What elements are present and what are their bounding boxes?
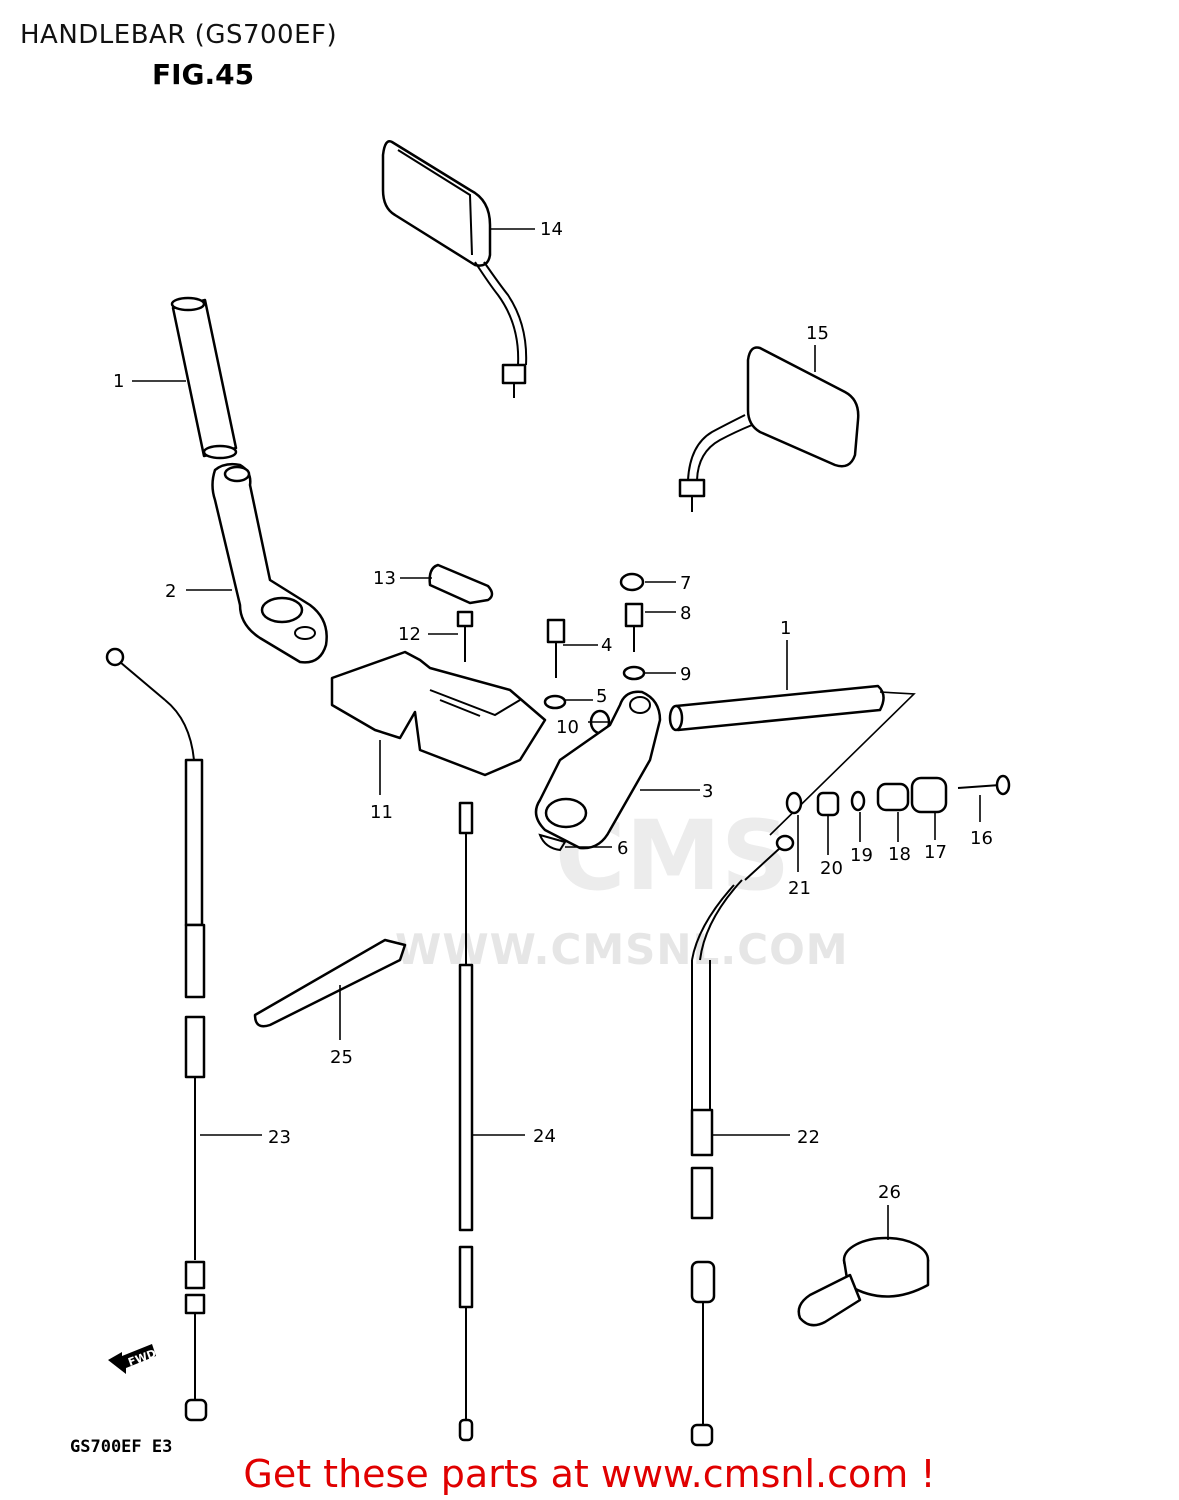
clip-6[interactable] [538,833,567,852]
callout-10: 10 [556,717,579,738]
model-code: GS700EF E3 [70,1437,173,1457]
callout-12: 12 [398,624,421,645]
bolt-12[interactable] [456,610,474,662]
callout-15: 15 [806,323,829,344]
mirror-left[interactable] [381,140,528,398]
callout-26: 26 [878,1182,901,1203]
figure-number: FIG.45 [152,58,255,91]
callout-24: 24 [533,1126,556,1147]
bar-end-parts[interactable] [785,774,1011,817]
callout-25: 25 [330,1047,353,1068]
diagram-title: HANDLEBAR (GS700EF) [20,20,338,50]
callout-1: 1 [113,371,124,392]
clamp-26[interactable] [797,1236,930,1327]
bolt-4[interactable] [546,618,566,678]
clipon-right[interactable] [534,690,662,850]
footer-link[interactable]: Get these parts at www.cmsnl.com ! [243,1452,936,1496]
callout-17: 17 [924,842,947,863]
callout-4: 4 [601,635,612,656]
callout-20: 20 [820,858,843,879]
callout-11: 11 [370,802,393,823]
callout-1b: 1 [780,618,791,639]
callout-23: 23 [268,1127,291,1148]
mirror-right[interactable] [678,346,860,513]
callout-3: 3 [702,781,713,802]
callout-22: 22 [797,1127,820,1148]
callout-6: 6 [617,838,628,859]
cap-7[interactable] [619,572,645,592]
callout-21: 21 [788,878,811,899]
callout-13: 13 [373,568,396,589]
callout-5: 5 [596,686,607,707]
handlebar-left[interactable] [170,296,238,460]
callout-14: 14 [540,219,563,240]
washer-5[interactable] [543,694,567,710]
callout-18: 18 [888,844,911,865]
clipon-left[interactable] [211,462,328,664]
cable-22[interactable] [690,834,795,1447]
callout-labels: 1 2 3 4 5 6 7 8 9 10 11 12 13 14 15 16 1… [113,219,993,1203]
callout-8: 8 [680,603,691,624]
callout-16: 16 [970,828,993,849]
leader-lines [132,228,981,1240]
top-bridge[interactable] [330,650,547,777]
strap-25[interactable] [253,938,407,1028]
washer-9[interactable] [622,665,646,681]
callout-7: 7 [680,573,691,594]
bolt-8[interactable] [624,602,644,652]
callout-9: 9 [680,664,691,685]
svg-text:FWD: FWD [126,1347,157,1369]
callout-2: 2 [165,581,176,602]
cable-24[interactable] [458,801,474,1442]
callout-19: 19 [850,845,873,866]
emblem[interactable] [428,563,494,605]
handlebar-right[interactable] [668,684,916,836]
cable-23[interactable] [105,647,208,1422]
fwd-arrow: FWD [108,1344,158,1374]
